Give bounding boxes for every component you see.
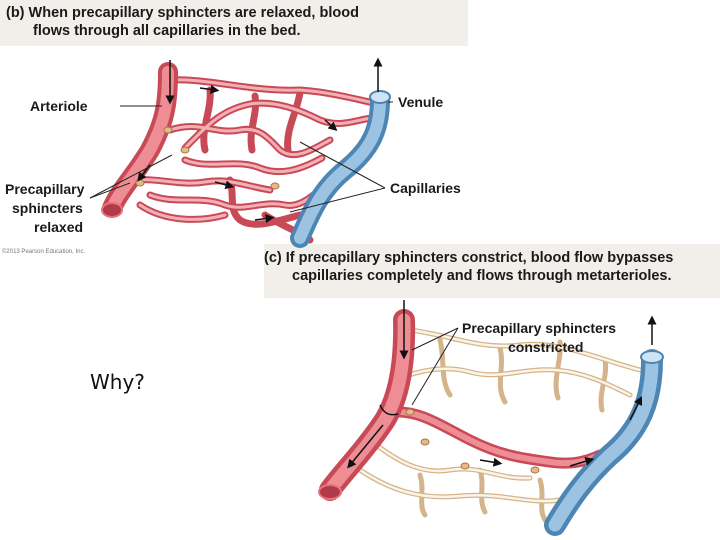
caption-b-line2: flows through all capillaries in the bed… [33, 23, 301, 39]
capillary-highlights [133, 78, 380, 221]
label-venule: Venule [398, 94, 443, 110]
panel-b-diagram: Arteriole Venule Capillaries Precapillar… [2, 57, 461, 255]
sphincters-constricted [405, 408, 540, 474]
panel-c-diagram: Precapillary sphincters constricted [318, 300, 664, 536]
label-sphincters-relaxed-1: Precapillary [5, 181, 85, 197]
venule-opening [369, 90, 391, 104]
label-sphincters-relaxed-2: sphincters [12, 200, 83, 216]
flow-arrows-c [347, 300, 657, 469]
copyright-text: ©2013 Pearson Education, Inc. [2, 248, 85, 255]
venule-opening-c [640, 350, 664, 364]
caption-b: (b) When precapillary sphincters are rel… [0, 0, 468, 46]
label-capillaries: Capillaries [390, 180, 461, 196]
caption-c-line2: capillaries completely and flows through… [292, 268, 672, 284]
caption-b-line1: When precapillary sphincters are relaxed… [28, 5, 359, 21]
label-arteriole: Arteriole [30, 98, 88, 114]
label-sphincters-relaxed-3: relaxed [34, 219, 83, 235]
leader-lines-c [411, 327, 459, 406]
label-sphincters-constricted-2: constricted [508, 339, 583, 355]
caption-c: (c) If precapillary sphincters constrict… [264, 244, 720, 298]
question-text: Why? [90, 370, 145, 394]
arteriole-opening-c [318, 484, 342, 500]
caption-c-line1: If precapillary sphincters constrict, bl… [285, 250, 674, 266]
caption-c-tag: (c) [264, 250, 282, 266]
caption-b-tag: (b) [6, 5, 25, 21]
leader-lines-b [89, 101, 393, 213]
label-sphincters-constricted-1: Precapillary sphincters [462, 320, 616, 336]
arteriole-opening [101, 202, 123, 218]
